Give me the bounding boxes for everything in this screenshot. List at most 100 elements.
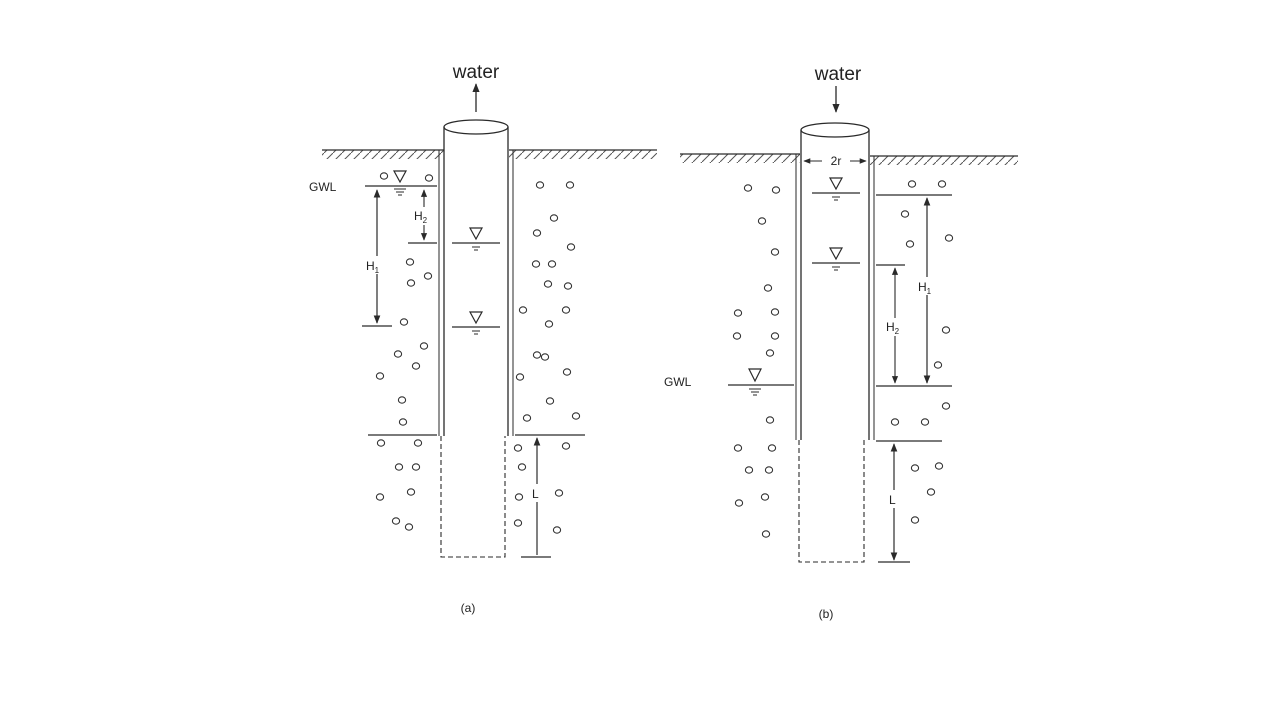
pebble xyxy=(926,488,936,496)
l-label-a: L xyxy=(532,487,539,501)
pebble xyxy=(767,444,777,452)
figure-a: water GWL H1 H2 xyxy=(309,62,657,615)
pebble xyxy=(571,412,581,420)
pebble xyxy=(910,516,920,524)
pebble xyxy=(933,361,943,369)
caption-b: (b) xyxy=(819,607,834,621)
ground-surface-b xyxy=(680,153,1018,165)
pebble xyxy=(411,463,421,471)
water-level-symbol-icon xyxy=(468,227,484,251)
pebble xyxy=(532,351,542,359)
pebble xyxy=(419,342,429,350)
pebble xyxy=(764,466,774,474)
pebble xyxy=(513,444,523,452)
pebble xyxy=(760,493,770,501)
caption-a: (a) xyxy=(461,601,476,615)
pebble xyxy=(765,349,775,357)
pebble xyxy=(547,260,557,268)
pebble xyxy=(393,350,403,358)
pebble xyxy=(562,368,572,376)
pebble xyxy=(765,416,775,424)
water-level-symbol-icon xyxy=(828,177,844,201)
pebble xyxy=(518,306,528,314)
pebble xyxy=(905,240,915,248)
pebble xyxy=(398,418,408,426)
h2-label-a: H2 xyxy=(414,209,428,225)
pebble xyxy=(399,318,409,326)
pebble xyxy=(757,217,767,225)
pebble xyxy=(561,306,571,314)
pebble xyxy=(763,284,773,292)
pebble xyxy=(514,493,524,501)
flow-label-a: water xyxy=(452,62,500,83)
pebble xyxy=(411,362,421,370)
pebble xyxy=(532,229,542,237)
h2-label-b: H2 xyxy=(886,320,900,336)
gravel-pebbles xyxy=(375,172,954,538)
water-level-symbol-icon xyxy=(828,247,844,271)
h1-label-b: H1 xyxy=(918,280,932,296)
pebble xyxy=(910,464,920,472)
pebble xyxy=(413,439,423,447)
radius-label: 2r xyxy=(831,154,842,168)
pebble xyxy=(907,180,917,188)
pebble xyxy=(732,332,742,340)
pipe-a xyxy=(438,119,514,558)
pebble xyxy=(549,214,559,222)
pebble xyxy=(565,181,575,189)
pebble xyxy=(890,418,900,426)
pebble xyxy=(566,243,576,251)
pebble xyxy=(934,462,944,470)
gwl-label-b: GWL xyxy=(664,375,692,389)
pebble xyxy=(515,373,525,381)
pebble xyxy=(522,414,532,422)
l-label-b: L xyxy=(889,493,896,507)
pebble xyxy=(545,397,555,405)
pebble xyxy=(770,248,780,256)
ground-surface-a xyxy=(322,149,657,159)
pebble xyxy=(733,309,743,317)
pebble xyxy=(743,184,753,192)
water-level-symbol-icon xyxy=(468,311,484,335)
figure-b: water 2r GWL H1 xyxy=(664,64,1018,621)
pebble xyxy=(770,308,780,316)
pebble xyxy=(771,186,781,194)
pipe-b xyxy=(795,122,875,563)
pebble xyxy=(543,280,553,288)
pebble xyxy=(517,463,527,471)
pebble xyxy=(531,260,541,268)
gwl-label-a: GWL xyxy=(309,180,337,194)
flow-label-b: water xyxy=(814,64,862,85)
pebble xyxy=(554,489,564,497)
pebble xyxy=(744,466,754,474)
pebble xyxy=(900,210,910,218)
pebble xyxy=(937,180,947,188)
pebble xyxy=(561,442,571,450)
pebble xyxy=(733,444,743,452)
pebble xyxy=(406,488,416,496)
water-table-symbol-icon xyxy=(392,170,408,196)
pebble xyxy=(391,517,401,525)
pebble xyxy=(563,282,573,290)
pebble xyxy=(375,372,385,380)
pebble xyxy=(375,493,385,501)
h1-label-a: H1 xyxy=(366,259,380,275)
pebble xyxy=(394,463,404,471)
pebble xyxy=(535,181,545,189)
pebble xyxy=(941,326,951,334)
pebble xyxy=(406,279,416,287)
pebble xyxy=(552,526,562,534)
water-table-symbol-icon xyxy=(748,368,762,396)
pebble xyxy=(540,353,550,361)
pebble xyxy=(770,332,780,340)
pebble xyxy=(944,234,954,242)
pebble xyxy=(424,174,434,182)
pebble xyxy=(376,439,386,447)
pebble xyxy=(405,258,415,266)
pebble xyxy=(920,418,930,426)
pebble xyxy=(404,523,414,531)
pebble xyxy=(761,530,771,538)
pebble xyxy=(513,519,523,527)
